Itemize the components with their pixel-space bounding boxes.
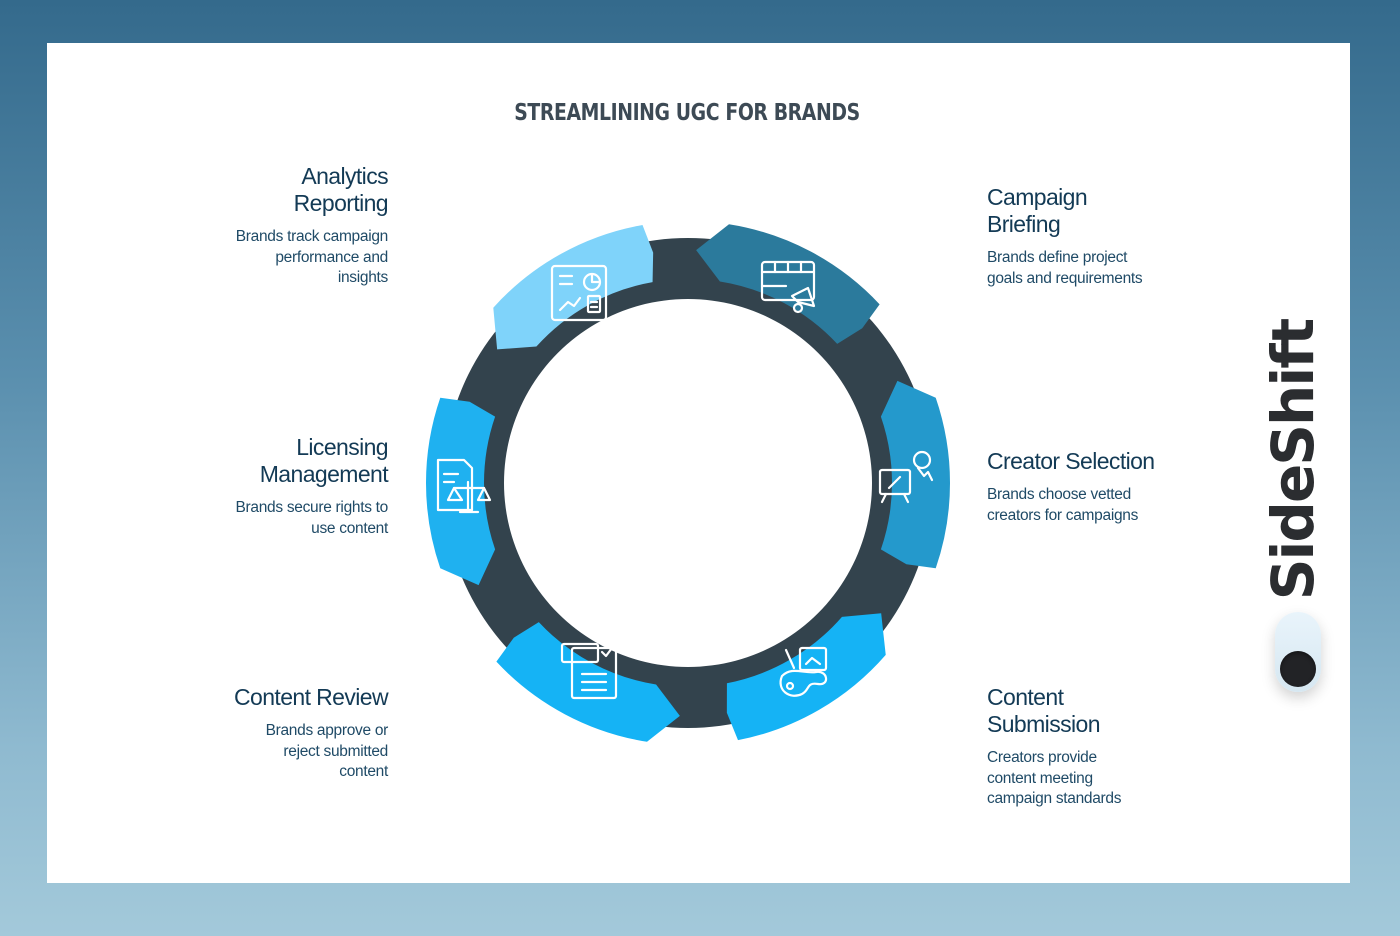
segment-content-submission	[726, 613, 886, 741]
step-description: Brands track campaign	[235, 228, 389, 245]
page-title: STREAMLINING UGC FOR BRANDS	[514, 100, 860, 126]
step-description: reject submitted	[283, 742, 388, 760]
toggle-switch[interactable]	[1275, 612, 1321, 692]
step-description: Brands approve or	[265, 722, 389, 739]
dashboard-chart-icon	[550, 264, 608, 322]
step-title: Campaign	[987, 184, 1088, 210]
step-creator-selection: Creator Selection Brands choose vetted cr…	[987, 448, 1155, 526]
step-description: creators for campaigns	[987, 506, 1139, 524]
toggle-knob	[1280, 651, 1316, 687]
step-description: Brands secure rights to	[235, 499, 389, 516]
segment-analytics-reporting	[493, 224, 654, 350]
step-content-review: Content Review Brands approve or reject s…	[188, 684, 389, 783]
step-description: Brands choose vetted	[987, 486, 1131, 503]
presenter-board-icon	[878, 450, 934, 504]
segment-creator-selection	[880, 380, 950, 569]
segment-campaign-briefing	[696, 224, 880, 344]
step-description: Creators provide	[987, 749, 1097, 766]
step-title: Content Review	[234, 684, 389, 710]
step-description: insights	[337, 269, 388, 286]
segment-licensing-management	[426, 397, 496, 586]
step-description: Brands define project	[987, 249, 1128, 266]
step-title: Briefing	[987, 211, 1061, 237]
checklist-document-icon	[560, 642, 618, 700]
brand-logo: SideShift	[1258, 315, 1328, 605]
brand-name: SideShift	[1259, 319, 1327, 601]
step-description: campaign standards	[987, 790, 1122, 807]
step-title: Licensing	[296, 434, 388, 460]
step-description: use content	[311, 519, 388, 537]
step-description: content	[339, 763, 388, 780]
step-title: Content	[987, 684, 1064, 710]
step-title: Creator Selection	[987, 448, 1155, 474]
art-palette-icon	[779, 646, 828, 697]
step-description: content meeting	[987, 769, 1093, 787]
step-title: Reporting	[293, 190, 389, 216]
legal-scales-document-icon	[436, 458, 492, 514]
step-title: Submission	[987, 711, 1100, 737]
step-description: goals and requirements	[987, 269, 1143, 287]
calendar-megaphone-icon	[760, 260, 816, 314]
infographic-card	[47, 43, 1350, 883]
step-description: performance and	[275, 248, 388, 266]
step-title: Analytics	[301, 163, 388, 189]
step-title: Management	[259, 461, 389, 487]
